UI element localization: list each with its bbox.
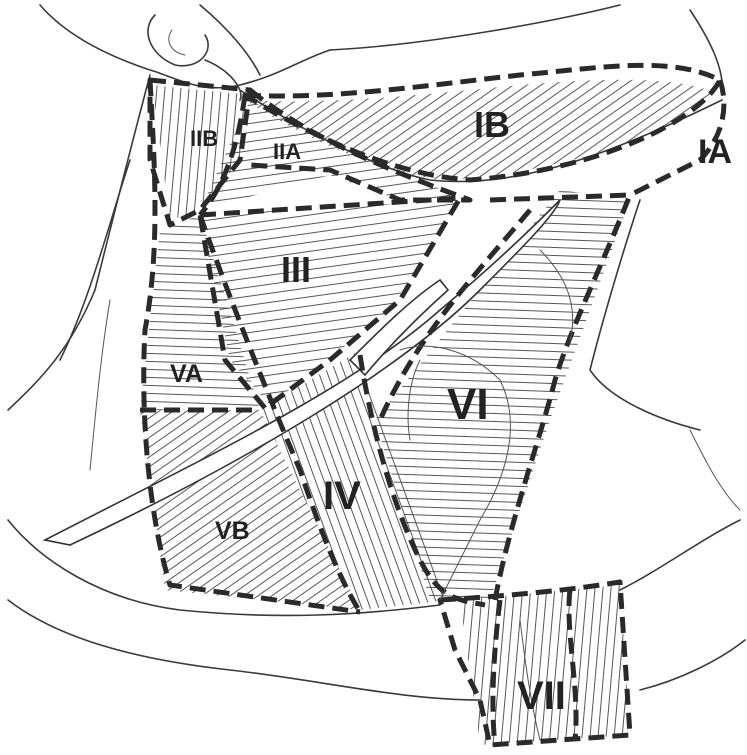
label-vi: VI <box>447 383 489 427</box>
label-iv: IV <box>323 476 361 516</box>
label-vii: VII <box>517 676 566 716</box>
label-vb: VB <box>215 519 250 544</box>
label-iib: IIB <box>190 128 218 150</box>
label-ia: IA <box>698 135 732 169</box>
label-va: VA <box>170 362 203 387</box>
label-iii: III <box>281 252 311 288</box>
label-ib: IB <box>474 107 510 143</box>
label-iia: IIA <box>273 141 301 163</box>
